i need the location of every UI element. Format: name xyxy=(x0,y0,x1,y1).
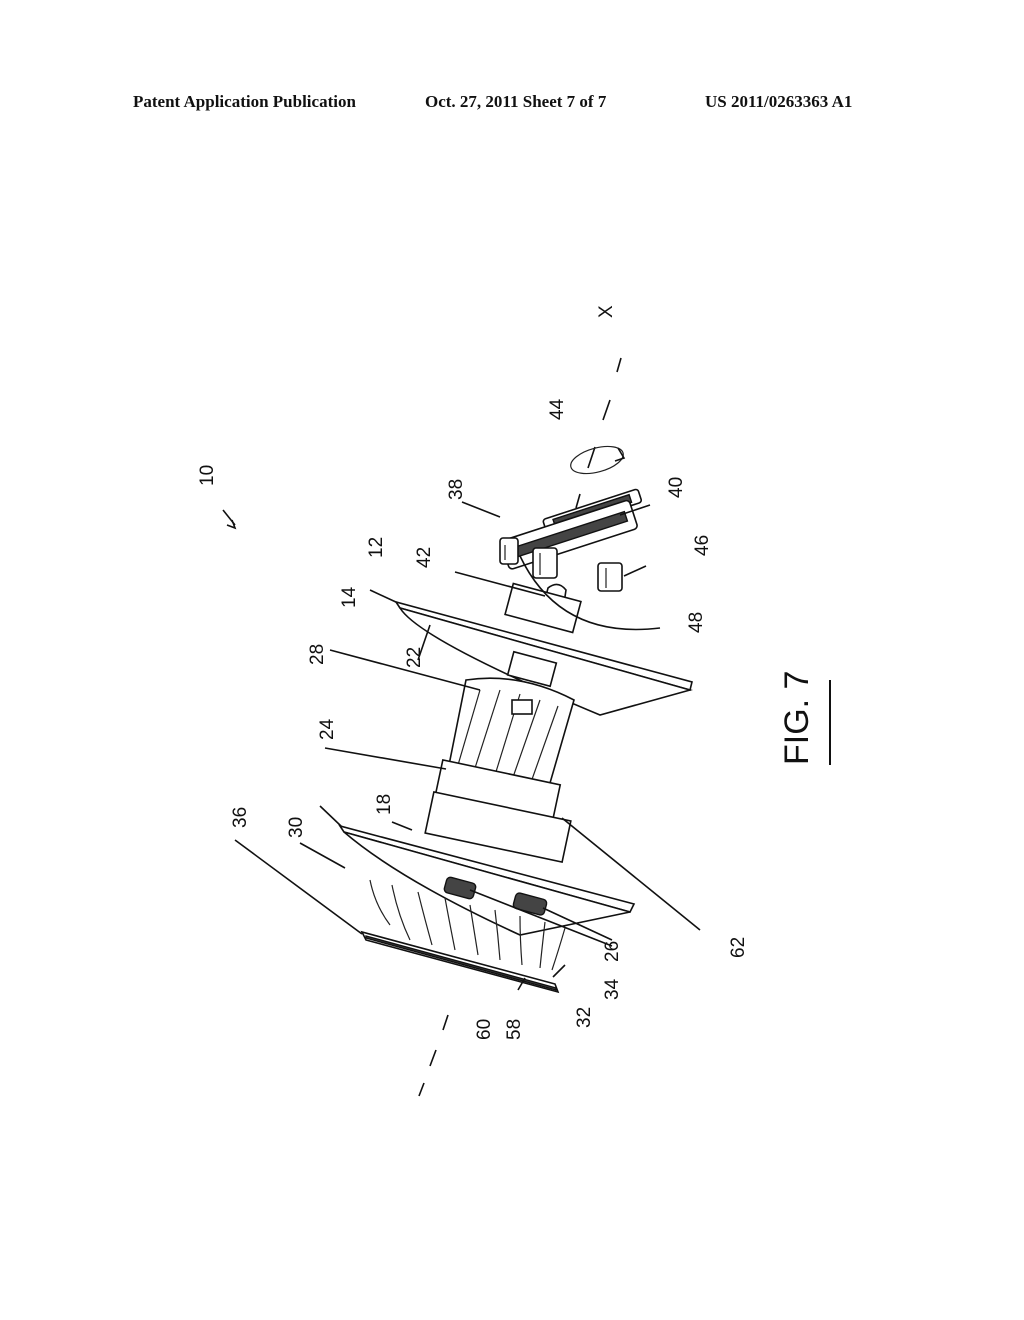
ref-32: 32 xyxy=(574,1007,595,1028)
ref-28: 28 xyxy=(307,644,328,665)
header-patent-number: US 2011/0263363 A1 xyxy=(705,92,853,111)
base-plate-36 xyxy=(360,930,560,994)
fig-7-caption: FIG. 7 xyxy=(778,671,816,765)
ref-34: 34 xyxy=(602,978,623,1000)
ref-12: 12 xyxy=(366,537,387,558)
ref-46: 46 xyxy=(692,535,713,556)
armature-28 xyxy=(447,677,575,792)
fan-blades-30 xyxy=(369,879,566,971)
ref-18: 18 xyxy=(374,794,395,815)
ref-26: 26 xyxy=(602,941,623,962)
ref-40: 40 xyxy=(666,477,687,498)
ref-58: 58 xyxy=(504,1019,525,1040)
figure-caption: FIG. 7 xyxy=(778,671,831,765)
ref-10: 10 xyxy=(197,465,218,486)
central-axis-x xyxy=(418,357,622,1097)
reference-numerals: 10 12 14 18 22 24 26 28 30 32 34 36 38 4… xyxy=(197,305,749,1040)
ref-24: 24 xyxy=(317,718,338,740)
ref-38: 38 xyxy=(446,479,467,500)
header-date-sheet: Oct. 27, 2011 Sheet 7 of 7 xyxy=(425,92,607,111)
leader-lines xyxy=(222,501,701,991)
axis-label-x: X xyxy=(596,305,617,318)
ref-42: 42 xyxy=(414,547,435,568)
ref-48: 48 xyxy=(686,612,707,633)
ref-30: 30 xyxy=(286,817,307,838)
ref-36: 36 xyxy=(230,807,251,828)
ref-22: 22 xyxy=(404,647,425,668)
ref-14: 14 xyxy=(339,586,360,608)
header-publication: Patent Application Publication xyxy=(133,92,356,111)
axis-rotation-arrow xyxy=(570,445,626,475)
ref-62: 62 xyxy=(728,937,749,958)
brushes-46 xyxy=(499,537,623,592)
ref-44: 44 xyxy=(547,398,568,420)
ref-60: 60 xyxy=(474,1019,495,1040)
housing-12 xyxy=(338,824,636,936)
end-plate-14 xyxy=(394,582,693,716)
commutator-24 xyxy=(424,758,572,864)
